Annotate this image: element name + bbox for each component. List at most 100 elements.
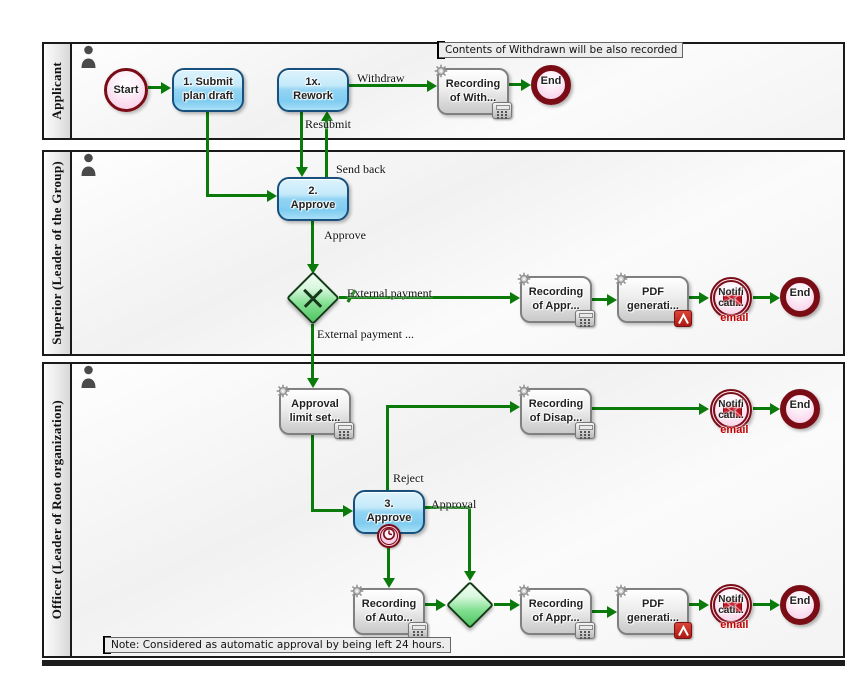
task-label: 3. — [384, 498, 394, 511]
gear-icon — [434, 64, 448, 83]
task-pdf-generation-2[interactable]: PDF generati... — [614, 584, 692, 639]
gateway-diamond — [286, 271, 340, 325]
task-label: PDF — [642, 597, 664, 610]
task-label: Recording — [445, 77, 501, 90]
gear-icon — [350, 584, 364, 603]
annotation-withdrawn-note[interactable]: Contents of Withdrawn will be also recor… — [437, 41, 684, 59]
task-rework[interactable]: 1x. Rework — [277, 68, 349, 112]
envelope-icon — [723, 404, 742, 423]
envelope-icon — [723, 292, 742, 311]
label-reject: Reject — [393, 471, 424, 485]
task-recording-of-withdrawal[interactable]: Recording of With... — [434, 64, 512, 119]
event-start[interactable]: Start — [104, 68, 148, 112]
task-recording-of-approval-2[interactable]: Recording of Appr... — [517, 584, 595, 639]
arrowhead — [510, 599, 520, 611]
arrowhead — [607, 294, 617, 306]
gateway-exclusive-x[interactable] — [286, 271, 340, 325]
task-recording-of-approval-1[interactable]: Recording of Appr... — [517, 272, 595, 327]
event-end-2[interactable]: End — [780, 277, 820, 317]
task-label: of Appr... — [532, 299, 580, 312]
gateway-merge[interactable] — [445, 580, 495, 630]
lane-officer-label: Officer (Leader of Root organization) — [49, 400, 64, 620]
lane-superior: Superior (Leader of the Group) — [42, 150, 845, 356]
flow — [753, 407, 770, 410]
event-end-label: End — [540, 75, 562, 87]
task-label: of With... — [449, 91, 497, 104]
arrowhead — [436, 599, 446, 611]
gear-icon — [517, 272, 531, 291]
task-label: Rework — [293, 90, 333, 102]
arrowhead — [343, 505, 353, 517]
flow-approve — [311, 221, 314, 264]
task-label: Approve — [366, 512, 412, 524]
task-label: generati... — [627, 611, 679, 624]
task-approval-limit-set[interactable]: Approval limit set... — [276, 384, 354, 439]
gateway-diamond — [445, 580, 495, 630]
arrowhead — [307, 378, 319, 388]
label-resubmit: Resubmit — [305, 117, 352, 131]
flow-external-payment-other — [311, 324, 314, 378]
calculator-icon — [408, 622, 428, 639]
lane-officer-header[interactable]: Officer (Leader of Root organization) — [44, 364, 72, 656]
label-withdraw: Withdraw — [357, 71, 405, 85]
task-pdf-generation-1[interactable]: PDF generati... — [614, 272, 692, 327]
event-end-3[interactable]: End — [780, 389, 820, 429]
arrowhead — [770, 599, 780, 611]
label-approve: Approve — [324, 228, 366, 242]
arrowhead — [510, 292, 520, 304]
flow-limit-to-approve3 — [311, 509, 343, 512]
flow-approval — [425, 506, 470, 509]
event-double-ring — [380, 527, 398, 545]
lane-applicant-header[interactable]: Applicant — [44, 44, 72, 138]
calculator-icon — [492, 102, 512, 119]
event-end-1[interactable]: End — [531, 65, 571, 105]
task-label: Approve — [290, 199, 336, 211]
task-approve-2[interactable]: 2. Approve — [277, 177, 349, 221]
envelope-icon — [723, 599, 742, 618]
pool-bottom-border — [42, 660, 845, 666]
flow-limit-to-approve3 — [311, 435, 314, 511]
arrowhead — [607, 606, 617, 618]
task-label: Recording — [361, 597, 417, 610]
flow — [494, 603, 510, 606]
task-recording-of-disapproval[interactable]: Recording of Disap... — [517, 384, 595, 439]
task-approve-3[interactable]: 3. Approve — [353, 490, 425, 534]
annotation-auto-approval-note[interactable]: Note: Considered as automatic approval b… — [103, 636, 451, 654]
task-label: 1x. — [305, 76, 321, 89]
calculator-icon — [334, 422, 354, 439]
arrowhead — [427, 80, 437, 92]
flow-withdraw — [349, 84, 427, 87]
task-label: plan draft — [182, 90, 234, 102]
person-icon — [80, 365, 97, 389]
task-label: Recording — [528, 285, 584, 298]
lane-superior-header[interactable]: Superior (Leader of the Group) — [44, 152, 72, 354]
person-icon — [80, 153, 97, 177]
task-label: of Auto... — [365, 611, 413, 624]
flow — [753, 603, 770, 606]
event-end-4[interactable]: End — [780, 585, 820, 625]
arrowhead — [699, 599, 709, 611]
task-label: of Disap... — [529, 411, 583, 424]
task-submit-plan-draft[interactable]: 1. Submit plan draft — [172, 68, 244, 112]
arrowhead — [383, 578, 395, 588]
event-timer-boundary[interactable] — [377, 524, 401, 548]
task-recording-of-auto-approval[interactable]: Recording of Auto... — [350, 584, 428, 639]
event-end-label: End — [789, 287, 811, 299]
event-double-ring — [713, 280, 749, 316]
gear-icon — [276, 384, 290, 403]
lane-superior-label: Superior (Leader of the Group) — [49, 161, 64, 345]
event-start-label: Start — [113, 84, 139, 96]
email-tag: email — [720, 312, 749, 324]
lane-applicant-label: Applicant — [49, 62, 64, 120]
task-label: limit set... — [289, 411, 341, 424]
arrowhead — [521, 79, 531, 91]
arrowhead — [770, 292, 780, 304]
event-double-ring — [713, 587, 749, 623]
flow — [753, 296, 770, 299]
flow-recwith-to-end — [509, 83, 521, 86]
